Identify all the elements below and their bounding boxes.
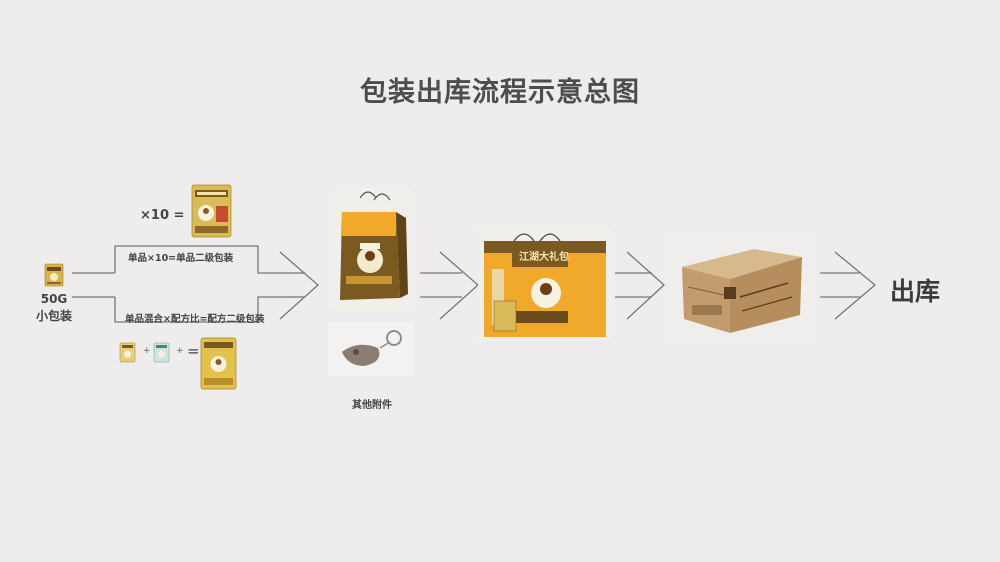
arrow-4 <box>834 251 877 320</box>
mix-pack-b-image <box>153 342 170 363</box>
small-pack-label: 50G 小包装 <box>28 291 80 325</box>
accessories-image <box>328 322 414 376</box>
formula-secondary-pack-image <box>200 337 237 390</box>
page-title: 包装出库流程示意总图 <box>360 77 640 108</box>
plus-sign-2: + <box>176 346 184 356</box>
gift-box-image <box>478 227 612 341</box>
plus-sign-1: + <box>143 346 151 356</box>
arrow-1 <box>279 251 319 320</box>
gift-box-text: 江湖大礼包 <box>519 252 569 263</box>
connector-branch-top <box>114 245 290 274</box>
arrow-2 <box>439 251 479 320</box>
equals-sign: = <box>187 342 200 360</box>
output-label: 出库 <box>890 277 941 306</box>
connector-branch-bottom <box>114 296 290 323</box>
mix-pack-a-image <box>119 342 136 363</box>
arrow-3 <box>626 251 665 320</box>
branch-top-label: 单品×10=单品二级包装 <box>128 253 234 264</box>
single-secondary-pack-image <box>190 183 233 239</box>
gift-bag-image <box>330 188 412 310</box>
branch-bottom-label: 单品混合×配方比=配方二级包装 <box>125 314 265 325</box>
carton-box-image <box>668 227 815 345</box>
accessories-label: 其他附件 <box>352 400 392 411</box>
times-ten-label: ×10 = <box>140 208 185 223</box>
small-pack-text: 小包装 <box>35 309 72 323</box>
small-pack-weight: 50G <box>40 292 68 306</box>
small-pack-image <box>44 263 64 287</box>
